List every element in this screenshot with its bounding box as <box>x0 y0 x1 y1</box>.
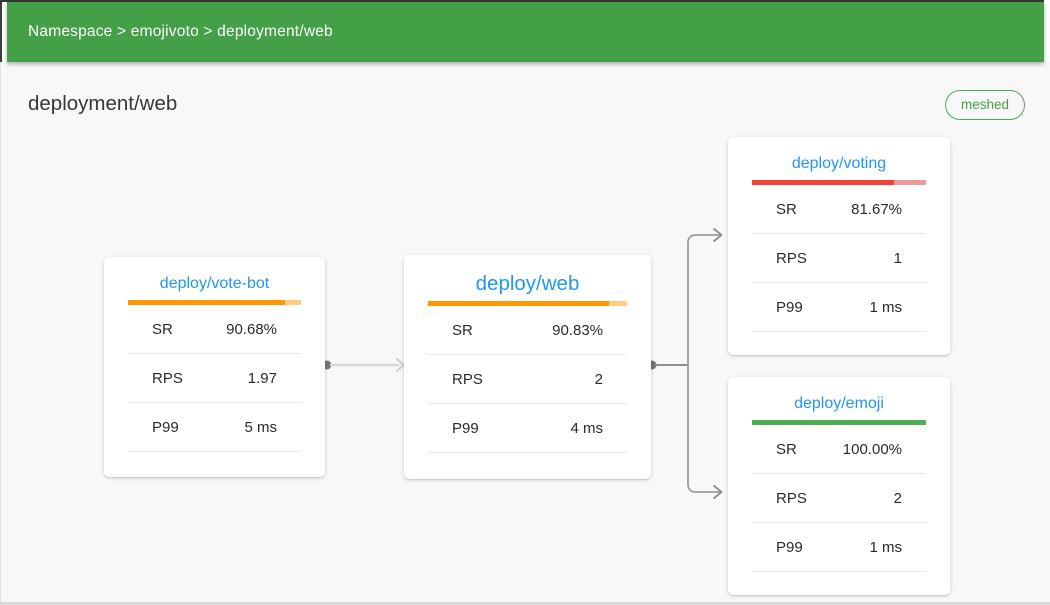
metric-value: 1 ms <box>869 298 902 316</box>
metric-label: P99 <box>152 418 179 436</box>
edge-vote-bot-to-web <box>322 357 405 373</box>
metric-label: SR <box>152 320 173 338</box>
metric-label: P99 <box>776 298 803 316</box>
edge-web-to-voting <box>687 234 720 365</box>
metric-row-rps: RPS 2 <box>428 355 627 404</box>
metric-value: 100.00% <box>842 440 902 458</box>
node-card-web: deploy/web SR 90.83% RPS 2 P99 4 ms <box>404 255 651 479</box>
node-title-link[interactable]: deploy/web <box>475 272 580 295</box>
metric-value: 2 <box>594 370 603 388</box>
success-rate-bar <box>128 300 301 305</box>
success-rate-bar <box>752 420 926 425</box>
success-rate-bar-fill <box>752 180 895 185</box>
node-card-vote-bot: deploy/vote-bot SR 90.68% RPS 1.97 P99 5… <box>104 257 325 477</box>
metric-row-sr: SR 90.83% <box>428 306 627 355</box>
node-title-link[interactable]: deploy/emoji <box>794 395 884 412</box>
metric-row-p99: P99 4 ms <box>428 404 627 453</box>
metric-value: 2 <box>893 489 902 507</box>
metric-row-p99: P99 1 ms <box>752 523 926 572</box>
metric-row-p99: P99 5 ms <box>128 403 301 452</box>
metric-label: RPS <box>152 369 183 387</box>
metric-label: RPS <box>452 370 483 388</box>
window-edge-bottom <box>0 602 1050 605</box>
edge-web-to-emoji <box>687 365 720 493</box>
metric-row-rps: RPS 1.97 <box>128 354 301 403</box>
metric-label: SR <box>776 200 797 218</box>
success-rate-bar-fill <box>428 301 609 306</box>
metric-value: 1 ms <box>869 538 902 556</box>
metric-value: 1.97 <box>247 369 277 387</box>
topology-graph: deploy/vote-bot SR 90.68% RPS 1.97 P99 5… <box>1 62 1050 602</box>
success-rate-bar <box>428 301 627 306</box>
metric-label: SR <box>776 440 797 458</box>
metric-row-p99: P99 1 ms <box>752 283 926 332</box>
metric-label: SR <box>452 321 473 339</box>
breadcrumb[interactable]: Namespace > emojivoto > deployment/web <box>28 23 333 40</box>
node-card-voting: deploy/voting SR 81.67% RPS 1 P99 1 ms <box>728 137 950 355</box>
window-edge-top <box>0 0 1044 2</box>
success-rate-bar-fill <box>752 420 926 425</box>
metric-value: 90.68% <box>226 320 277 338</box>
node-title-link[interactable]: deploy/vote-bot <box>159 275 270 292</box>
content-area: deployment/web meshed <box>0 62 1050 602</box>
metric-value: 4 ms <box>570 419 603 437</box>
metric-label: P99 <box>452 419 479 437</box>
success-rate-bar <box>752 180 926 185</box>
success-rate-bar-fill <box>128 300 285 305</box>
arrowhead-icon <box>712 227 723 243</box>
window-edge-left <box>0 0 2 63</box>
metric-row-sr: SR 100.00% <box>752 425 926 474</box>
edge-web-branch <box>647 227 723 500</box>
metric-value: 1 <box>893 249 902 267</box>
metric-value: 5 ms <box>244 418 277 436</box>
node-card-emoji: deploy/emoji SR 100.00% RPS 2 P99 1 ms <box>728 377 950 595</box>
metric-row-sr: SR 81.67% <box>752 185 926 234</box>
page-title: deployment/web <box>28 92 178 115</box>
metric-row-sr: SR 90.68% <box>128 305 301 354</box>
metric-value: 81.67% <box>851 200 902 218</box>
arrowhead-icon <box>712 484 723 500</box>
arrowhead-icon <box>395 357 405 373</box>
metric-row-rps: RPS 1 <box>752 234 926 283</box>
metric-value: 90.83% <box>552 321 603 339</box>
metric-label: RPS <box>776 489 807 507</box>
meshed-status-badge: meshed <box>944 90 1025 120</box>
metric-label: P99 <box>776 538 803 556</box>
node-title-link[interactable]: deploy/voting <box>791 155 887 172</box>
app-bar: Namespace > emojivoto > deployment/web <box>7 2 1044 62</box>
metric-label: RPS <box>776 249 807 267</box>
metric-row-rps: RPS 2 <box>752 474 926 523</box>
